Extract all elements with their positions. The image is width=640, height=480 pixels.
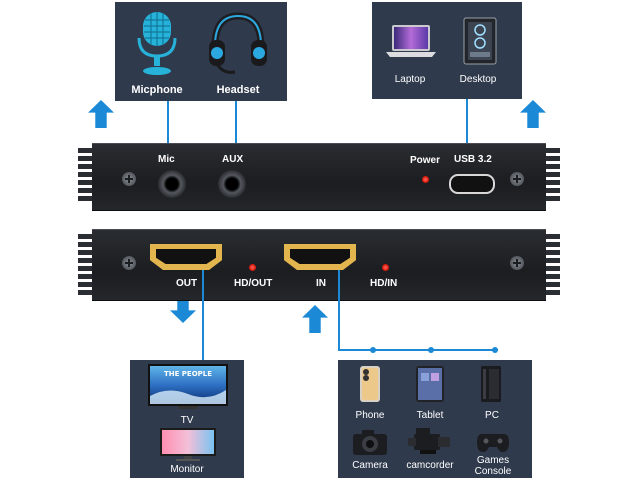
- tablet-icon: [416, 366, 444, 402]
- hd-out-label: HD/OUT: [234, 278, 273, 289]
- microphone-icon: [137, 12, 177, 75]
- headset-label: Headset: [216, 84, 260, 96]
- camcorder-label: camcorder: [406, 460, 454, 471]
- hd-out-led: [249, 264, 256, 271]
- phone-label: Phone: [355, 410, 385, 421]
- connector-line-sources: [338, 349, 498, 351]
- hdmi-out-label: OUT: [176, 278, 198, 289]
- capture-box-bottom-side: OUT HD/OUT IN HD/IN: [78, 229, 560, 301]
- computers-panel: Laptop Desktop: [372, 2, 522, 99]
- hdmi-in-port: [284, 244, 356, 270]
- connector-line-aux: [235, 101, 237, 147]
- capture-box-top-side: Mic AUX Power USB 3.2: [78, 143, 560, 211]
- camera-label: Camera: [352, 460, 388, 471]
- power-led: [422, 176, 429, 183]
- connector-dot: [492, 347, 498, 353]
- arrow-up-middle-icon: [302, 305, 328, 333]
- usb-c-port: [449, 174, 495, 194]
- phone-icon: [360, 366, 380, 402]
- screw-icon: [122, 256, 136, 270]
- connector-line-hdmi-out: [202, 270, 204, 362]
- display-devices-panel: THE PEOPLE TV Monitor: [130, 360, 244, 478]
- monitor-icon: [160, 428, 216, 461]
- desktop-label: Desktop: [459, 74, 497, 85]
- laptop-icon: [386, 25, 436, 57]
- aux-port-label: AUX: [222, 154, 244, 165]
- arrow-up-left-icon: [88, 100, 114, 128]
- desktop-tower-icon: [463, 17, 497, 65]
- tablet-label: Tablet: [416, 410, 444, 421]
- aux-jack: [218, 170, 246, 198]
- game-console-icon: [477, 434, 509, 452]
- hd-in-led: [382, 264, 389, 271]
- connector-line-mic: [167, 101, 169, 147]
- screw-icon: [122, 172, 136, 186]
- source-devices-panel: Phone Tablet PC Camera camcorder Games C…: [338, 360, 532, 478]
- monitor-label: Monitor: [170, 464, 204, 475]
- usb-port-label: USB 3.2: [454, 154, 492, 165]
- connector-dot: [370, 347, 376, 353]
- pc-tower-icon: [481, 366, 501, 402]
- laptop-label: Laptop: [394, 74, 426, 85]
- connector-line-usb: [466, 99, 468, 147]
- power-label: Power: [410, 155, 441, 166]
- games-console-label: Games Console: [474, 455, 512, 477]
- camera-icon: [353, 430, 387, 455]
- connector-line-hdmi-in: [338, 270, 340, 350]
- tv-label: TV: [180, 415, 194, 426]
- mic-jack: [158, 170, 186, 198]
- tv-icon: THE PEOPLE: [148, 364, 228, 409]
- headset-icon: [209, 12, 267, 74]
- hdmi-in-label: IN: [316, 278, 326, 289]
- hd-in-label: HD/IN: [370, 278, 398, 289]
- mic-port-label: Mic: [158, 154, 175, 165]
- screw-icon: [510, 172, 524, 186]
- connector-dot: [428, 347, 434, 353]
- microphone-label: Micphone: [131, 84, 183, 96]
- screw-icon: [510, 256, 524, 270]
- hdmi-out-port: [150, 244, 222, 270]
- audio-devices-panel: Micphone Headset: [115, 2, 287, 101]
- camcorder-icon: [408, 428, 450, 454]
- tv-screen-text: THE PEOPLE: [164, 370, 212, 378]
- arrow-up-right-icon: [520, 100, 546, 128]
- pc-label: PC: [485, 410, 499, 421]
